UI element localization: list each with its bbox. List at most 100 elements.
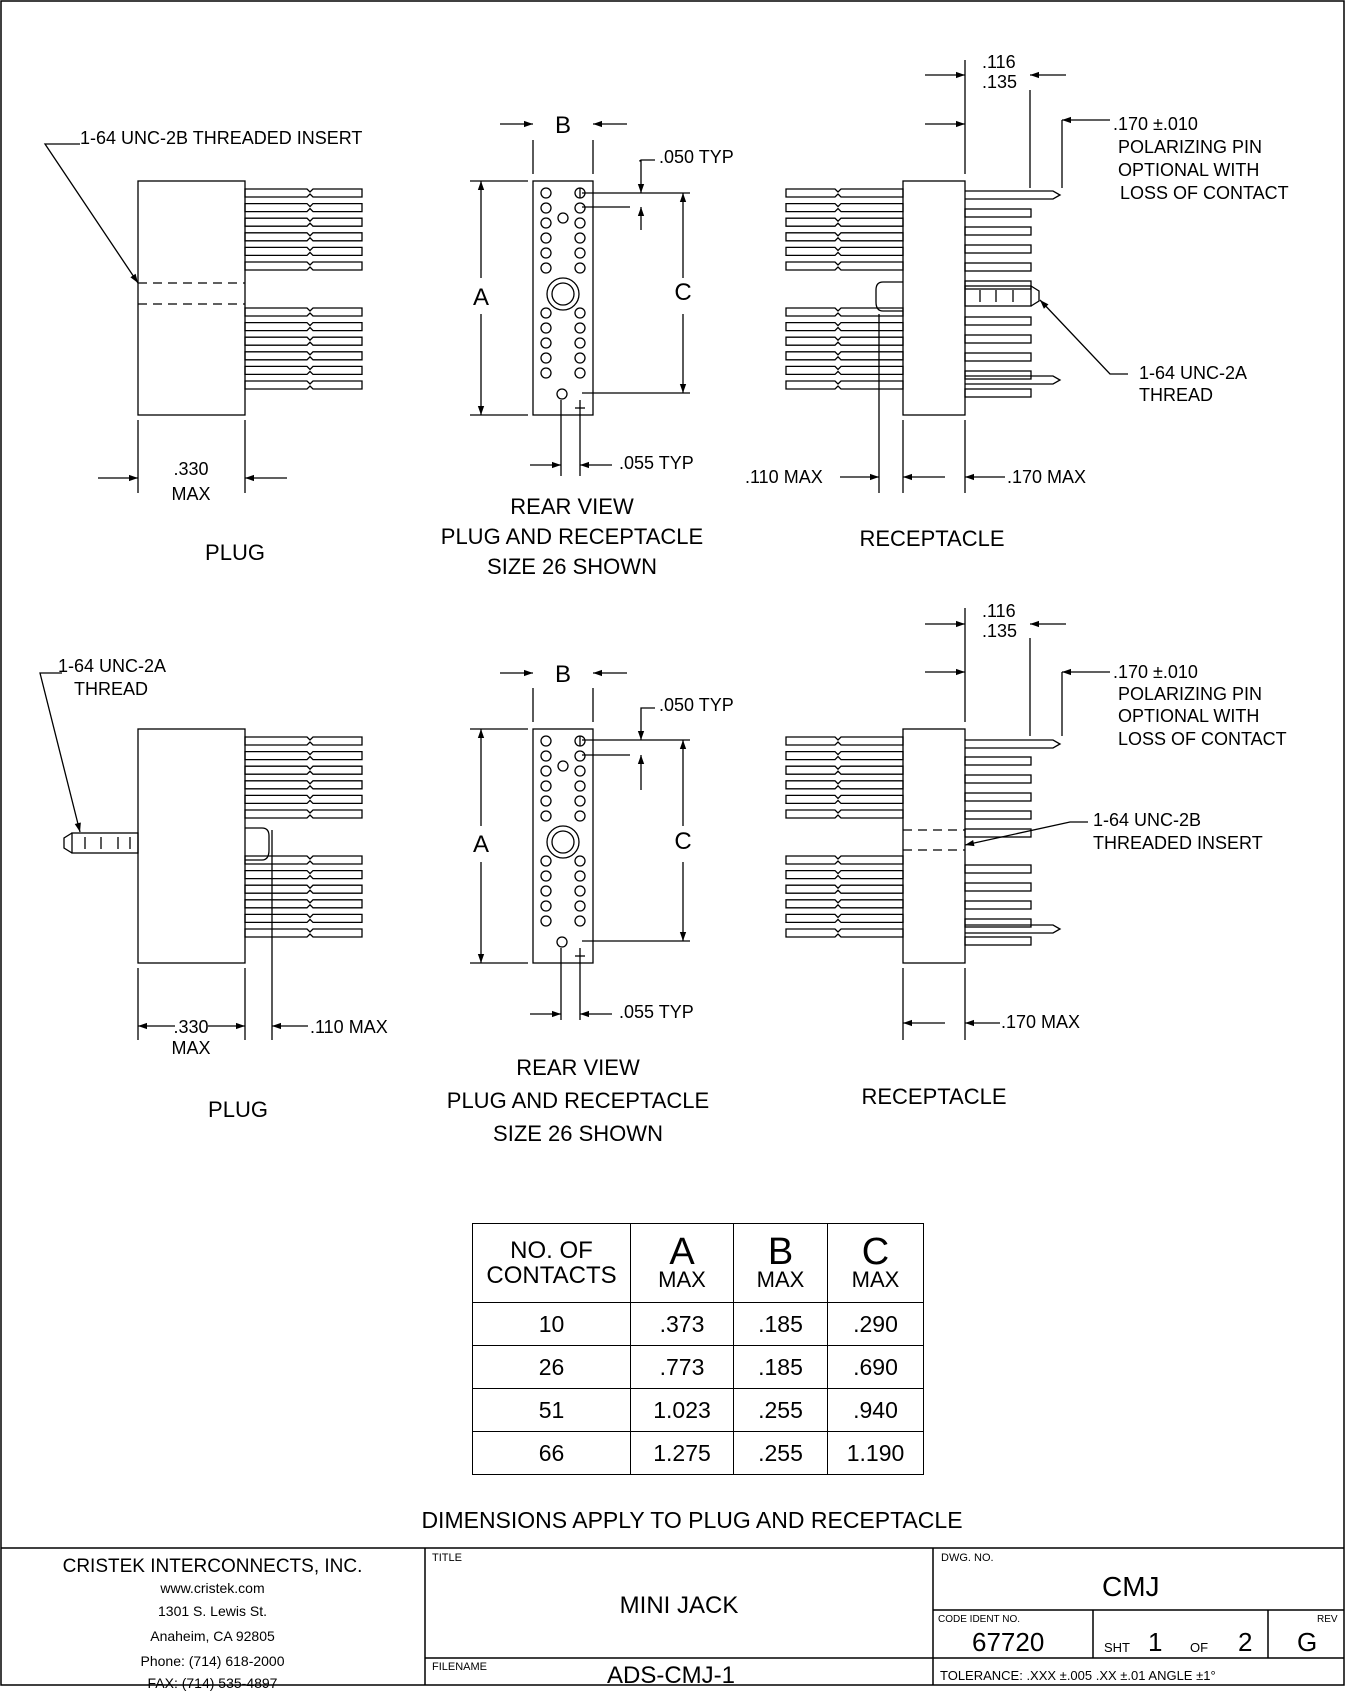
- contact-tail: [964, 370, 1032, 380]
- contact-pin: [785, 809, 904, 819]
- contact-hole: [540, 352, 552, 364]
- header-c-letter: C: [861, 1231, 890, 1273]
- contact-hole: [574, 232, 586, 244]
- cell-c: .940: [827, 1388, 924, 1432]
- lower-rec-caption: RECEPTACLE: [861, 1084, 1006, 1109]
- contact-hole: [540, 855, 552, 867]
- contact-pin: [785, 365, 904, 376]
- contact-hole: [540, 232, 552, 244]
- lower-rec-right-dim: .170 MAX: [1001, 1012, 1080, 1032]
- header-contacts: NO. OF CONTACTS: [472, 1223, 631, 1303]
- contact-hole: [574, 337, 586, 349]
- upper-rear-pitch-top: .050 TYP: [659, 147, 734, 167]
- company-fax: FAX: (714) 535-4897: [147, 1675, 278, 1691]
- lower-rear-view: [470, 669, 690, 1020]
- contact-pin: [244, 750, 363, 761]
- contact-pin: [785, 202, 904, 213]
- contact-tail: [964, 918, 1032, 928]
- center-hole-inner: [551, 830, 575, 854]
- lower-plug-width-value: .330: [173, 1017, 208, 1037]
- lower-rear-a-label: A: [473, 831, 489, 858]
- contact-hole: [540, 307, 552, 319]
- upper-plug-caption: PLUG: [205, 540, 265, 565]
- contact-hole: [540, 735, 552, 747]
- contact-tail: [964, 334, 1032, 344]
- contact-pin: [785, 188, 904, 198]
- contact-pin: [244, 321, 363, 332]
- upper-rear-pitch-bottom: .055 TYP: [619, 453, 694, 473]
- contact-hole: [540, 187, 552, 199]
- contact-hole: [540, 885, 552, 897]
- contact-hole: [540, 765, 552, 777]
- upper-rear-caption-2: PLUG AND RECEPTACLE: [441, 524, 703, 549]
- header-b-max: MAX: [756, 1267, 805, 1292]
- contact-hole: [540, 870, 552, 882]
- cell-b: .255: [733, 1431, 828, 1475]
- company-phone: Phone: (714) 618-2000: [140, 1653, 285, 1669]
- upper-rear-view: [470, 120, 690, 476]
- lower-plug-callout-2: THREAD: [74, 679, 148, 699]
- dwg-no-label: DWG. NO.: [941, 1552, 994, 1564]
- contact-pin: [244, 869, 363, 880]
- contact-pin: [785, 780, 904, 790]
- contact-tail: [964, 388, 1032, 398]
- contact-pin: [244, 307, 363, 317]
- contact-hole: [540, 915, 552, 927]
- header-b: B MAX: [733, 1223, 828, 1303]
- contact-tail: [964, 244, 1032, 254]
- table-header-row: NO. OF CONTACTS A MAX B MAX C MAX: [472, 1223, 924, 1303]
- dimension-table: NO. OF CONTACTS A MAX B MAX C MAX 10 .37…: [472, 1223, 924, 1475]
- contact-pin: [244, 261, 363, 271]
- contact-pin: [785, 884, 904, 894]
- tolerance-note: TOLERANCE: .XXX ±.005 .XX ±.01 ANGLE ±1°: [940, 1668, 1216, 1683]
- header-c: C MAX: [827, 1223, 924, 1303]
- contact-hole: [540, 810, 552, 822]
- contact-hole: [540, 202, 552, 214]
- contact-hole: [574, 795, 586, 807]
- upper-rec-pin-line-3: OPTIONAL WITH: [1118, 160, 1259, 180]
- contact-pin: [785, 307, 904, 317]
- lower-plug-width-unit: MAX: [171, 1038, 210, 1058]
- contact-hole: [540, 780, 552, 792]
- header-c-max: MAX: [851, 1267, 900, 1292]
- contact-pin: [785, 336, 904, 346]
- contact-hole: [540, 367, 552, 379]
- contact-hole: [574, 202, 586, 214]
- contact-pin: [244, 380, 363, 390]
- upper-receptacle-view: [785, 60, 1128, 493]
- header-a-letter: A: [669, 1231, 695, 1273]
- upper-rear-b-label: B: [555, 112, 571, 139]
- upper-rec-pin-line-1: .170 ±.010: [1113, 114, 1198, 134]
- center-hole-inner: [551, 282, 575, 306]
- lower-rec-pin-line-2: POLARIZING PIN: [1118, 684, 1262, 704]
- upper-rear-c-label: C: [674, 279, 691, 306]
- contact-hole: [574, 885, 586, 897]
- cell-b: .185: [733, 1345, 828, 1389]
- code-ident-label: CODE IDENT NO.: [938, 1614, 1021, 1625]
- cell-contacts: 26: [472, 1345, 631, 1389]
- upper-plug-view: [43, 143, 363, 493]
- drawing-title: MINI JACK: [619, 1592, 739, 1619]
- of-label: OF: [1190, 1640, 1209, 1655]
- lower-plug-callout-1: 1-64 UNC-2A: [58, 656, 166, 676]
- contact-hole: [540, 750, 552, 762]
- contact-pin: [785, 232, 904, 242]
- of-value: 2: [1238, 1627, 1253, 1657]
- lower-plug-view: [39, 672, 363, 1040]
- sheet-value: 1: [1148, 1627, 1163, 1657]
- table-row: 51 1.023 .255 .940: [472, 1388, 924, 1432]
- upper-rec-left-dim: .110 MAX: [745, 467, 823, 487]
- title-block-frame: [1, 1547, 1344, 1685]
- contact-tail: [964, 280, 1032, 290]
- contact-pin: [244, 217, 363, 227]
- contact-pin: [244, 913, 363, 924]
- upper-rear-a-label: A: [473, 284, 489, 311]
- contact-hole: [557, 760, 569, 772]
- contact-tail: [964, 810, 1032, 820]
- upper-plug-contacts: [244, 188, 363, 390]
- header-contacts-line-1: NO. OF: [510, 1237, 593, 1264]
- table-row: 10 .373 .185 .290: [472, 1302, 924, 1346]
- cell-c: .690: [827, 1345, 924, 1389]
